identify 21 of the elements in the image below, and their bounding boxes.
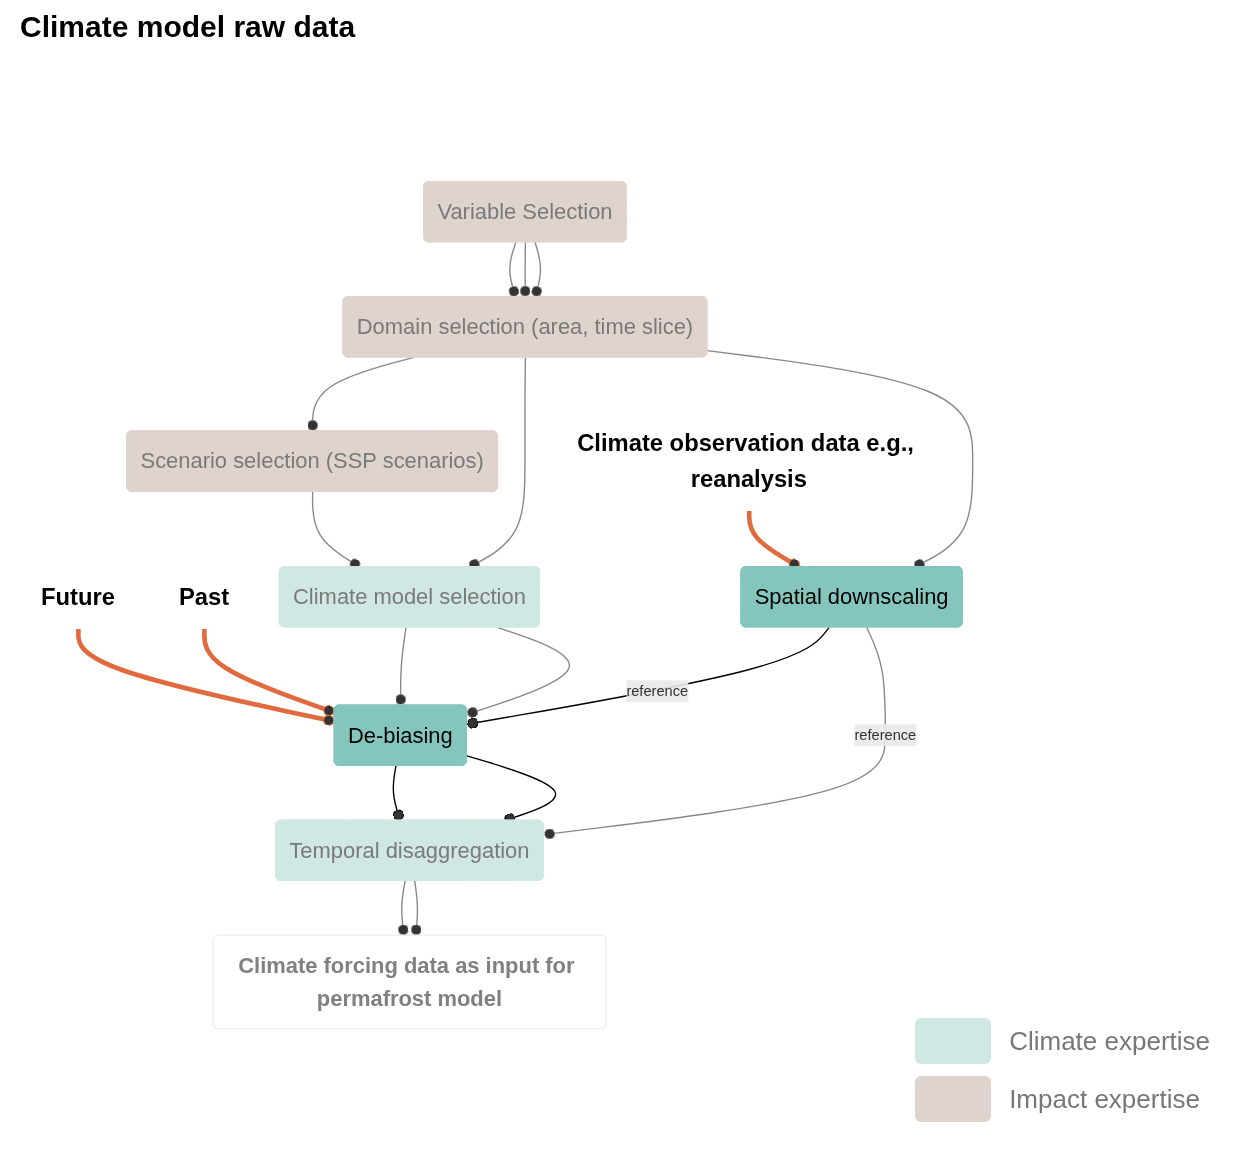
connector — [397, 880, 409, 937]
connector — [466, 626, 830, 729]
group-heading: Climate model raw data — [20, 10, 356, 44]
connector — [543, 626, 887, 840]
connector — [202, 628, 336, 717]
node-text: Future — [41, 582, 115, 611]
connector — [392, 765, 404, 822]
connector — [519, 241, 531, 298]
edge-label: reference — [854, 726, 917, 743]
edge-label: reference — [626, 682, 689, 699]
legend-label: Climate expertise — [1009, 1025, 1210, 1057]
legend-label: Impact expertise — [1009, 1083, 1200, 1115]
connector — [466, 626, 570, 718]
node-text: Climate forcing data as input for permafrost model — [238, 952, 575, 1011]
node-text: Climate observation data e.g., reanalysis — [577, 429, 914, 493]
connector — [410, 880, 422, 937]
connector — [76, 628, 336, 726]
connector — [395, 626, 407, 707]
connector — [508, 241, 520, 298]
connector — [531, 241, 543, 298]
node-text: Past — [178, 582, 230, 611]
